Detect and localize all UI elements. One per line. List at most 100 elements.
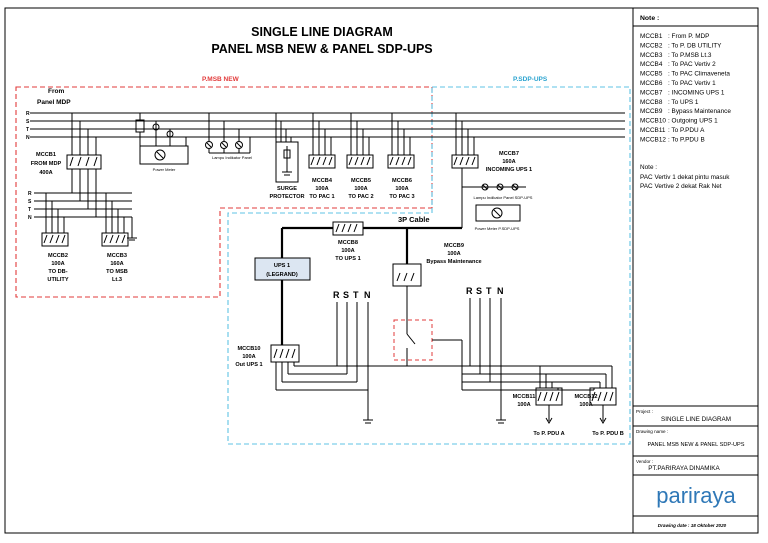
ups-label-line1: UPS 1 [274, 263, 290, 269]
power-meter-sdp-label: Power Meter P.SDP-UPS [475, 226, 520, 231]
mccb4-label-dest: TO PAC 1 [309, 194, 334, 200]
indicator-msb-label: Lampu Indikator Panel [212, 155, 252, 160]
legend-description: : Bypass Maintenance [668, 108, 731, 115]
legend-description: : To PAC Vertiv 1 [668, 80, 716, 87]
mccb8-label-name: MCCB8 [338, 240, 358, 246]
mccb3-label-dest2: Lt.3 [112, 277, 122, 283]
mccb5-label-rating: 100A [354, 186, 367, 192]
mccb9-label-rating: 100A [447, 251, 460, 257]
mccb7-label-rating: 160A [502, 159, 515, 165]
dist-phase-r: R [466, 286, 473, 296]
mccb10-label-dest: Out UPS 1 [235, 362, 262, 368]
ups-out-phase-s: S [343, 290, 349, 300]
power-meter-sdp-symbol [475, 204, 521, 222]
mccb3-label-rating: 160A [110, 261, 123, 267]
legend-code: MCCB4 [640, 61, 663, 68]
mccb11-symbol [535, 387, 563, 424]
bypass-switch-box [393, 319, 433, 361]
mccb2-label-rating: 100A [51, 261, 64, 267]
legend-description: : To PAC Vertiv 2 [668, 61, 716, 68]
pdu-b-label: To P. PDU B [592, 431, 624, 437]
diagram-title-line2: PANEL MSB NEW & PANEL SDP-UPS [211, 42, 432, 56]
drawing-frame [4, 7, 759, 534]
mccb3-label-dest1: TO MSB [106, 269, 128, 275]
mccb4-label-rating: 100A [315, 186, 328, 192]
mccb9-label-dest: Bypass Maintenance [426, 259, 481, 265]
distribution-wiring [432, 298, 613, 424]
diagram-title-line1: SINGLE LINE DIAGRAM [251, 25, 393, 39]
mccb6-label-name: MCCB6 [392, 178, 412, 184]
legend-description: : To UPS 1 [668, 99, 699, 106]
dist-phase-n: N [497, 286, 504, 296]
mccb1-label-rating: 400A [39, 170, 52, 176]
sidebar-note2-line2: PAC Vertive 2 dekat Rak Net [640, 183, 722, 190]
sdp-panel-label: P.SDP-UPS [513, 76, 548, 83]
mccb2-label-name: MCCB2 [48, 253, 68, 259]
legend-code: MCCB12 [640, 136, 666, 143]
surge-protector-symbol [275, 113, 299, 183]
mccb4-symbol [308, 113, 336, 169]
sidebar-note-title: Note : [640, 15, 659, 22]
lower-bus-phase-r: R [28, 191, 32, 197]
mccb12-label-rating: 100A [579, 402, 592, 408]
legend-code: MCCB5 [640, 71, 663, 78]
dist-phase-t: T [486, 286, 492, 296]
mccb5-label-name: MCCB5 [351, 178, 371, 184]
mccb3-label-name: MCCB3 [107, 253, 127, 259]
source-label-line2: Panel MDP [37, 99, 71, 106]
mccb2-symbol [41, 193, 69, 247]
drawing-label: Drawing name : [636, 429, 668, 434]
drawing-date: Drawing date : 18 Oktober 2020 [658, 523, 727, 528]
msb-panel-boundary [15, 86, 433, 298]
ups-output-wiring [275, 302, 470, 424]
mccb6-label-rating: 100A [395, 186, 408, 192]
ups-out-phase-n: N [364, 290, 371, 300]
msb-panel-label: P.MSB NEW [202, 76, 240, 83]
mccb1-label-source: FROM MDP [31, 161, 62, 167]
indicator-lamps-msb-symbol [205, 113, 251, 154]
mccb6-symbol [387, 113, 415, 169]
ups-box [254, 257, 311, 281]
sidebar-note2-line1: PAC Vertiv 1 dekat pintu masuk [640, 174, 730, 181]
vendor-value: PT.PARIRAYA DINAMIKA [648, 465, 720, 472]
lower-bus-phase-n: N [28, 215, 32, 221]
mccb12-label-name: MCCB12 [574, 394, 597, 400]
legend-code: MCCB7 [640, 89, 663, 96]
mccb7-label-dest: INCOMING UPS 1 [486, 167, 532, 173]
mccb1-label-name: MCCB1 [36, 152, 56, 158]
bypass-switch-symbol [406, 320, 416, 366]
legend-description: : To P. DB UTILITY [668, 42, 722, 49]
mccb2-label-dest2: UTILITY [47, 277, 68, 283]
bus-phase-r: R [26, 111, 30, 117]
mccb6-label-dest: TO PAC 3 [389, 194, 414, 200]
mccb10-symbol [270, 344, 300, 363]
legend-code: MCCB6 [640, 80, 663, 87]
legend-code: MCCB10 [640, 118, 666, 125]
legend-description: : INCOMING UPS 1 [668, 89, 725, 96]
main-busbars [30, 112, 625, 138]
mccb10-label-rating: 100A [242, 354, 255, 360]
legend-code: MCCB11 [640, 127, 666, 134]
ups-label-line2: (LEGRAND) [266, 272, 298, 278]
mccb7-symbol [451, 113, 526, 228]
lower-bus-phase-s: S [28, 199, 32, 205]
bus-phase-t: T [26, 127, 29, 133]
mccb7-label-name: MCCB7 [499, 151, 519, 157]
dist-phase-s: S [476, 286, 482, 296]
sidebar-note2-title: Note : [640, 164, 657, 171]
mccb9-symbol [392, 263, 422, 320]
surge-protector-label-line2: PROTECTOR [269, 194, 304, 200]
sdp-panel-boundary [227, 86, 631, 445]
legend-code: MCCB3 [640, 52, 663, 59]
legend-code: MCCB2 [640, 42, 663, 49]
bus-phase-s: S [26, 119, 30, 125]
legend-description: : To P.PDU A [668, 127, 705, 134]
legend-description: : To P.PDU B [668, 136, 705, 143]
mccb8-label-dest: TO UPS 1 [335, 256, 360, 262]
mccb11-label-rating: 100A [517, 402, 530, 408]
ups-out-phase-t: T [353, 290, 359, 300]
project-value: SINGLE LINE DIAGRAM [661, 416, 731, 423]
